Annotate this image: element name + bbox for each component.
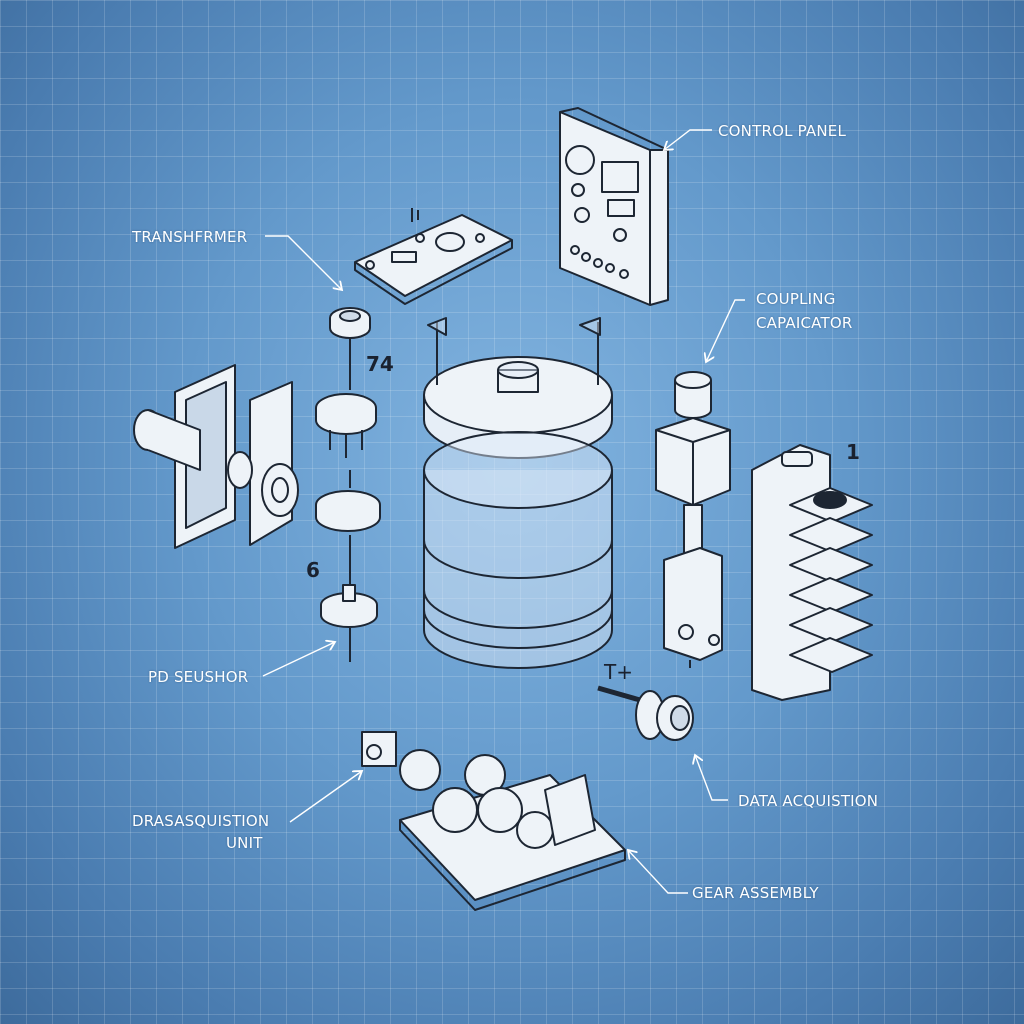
central-cylinder-part: [423, 317, 613, 669]
gear-assembly-part: [361, 731, 626, 911]
data-acquisition-leader: [695, 755, 728, 801]
transformer-leader: [265, 235, 342, 290]
flange-frame-part: [133, 364, 299, 549]
callout-6: 6: [306, 558, 320, 582]
label-gear-assembly: GEAR ASSEMBLY: [692, 884, 819, 902]
label-coupling-capacitor-line1: COUPLING: [756, 290, 836, 308]
gear-assembly-leader: [628, 850, 688, 894]
coupling-capacitor-part: [655, 371, 731, 668]
drasasquistion-leader: [289, 771, 362, 823]
transformer-stack-part: [315, 307, 381, 662]
heat-sink-part: [751, 444, 873, 701]
control-panel-leader: [664, 129, 712, 150]
label-data-acquisition: DATA ACQUISTION: [738, 792, 879, 810]
label-control-panel: CONTROL PANEL: [718, 122, 847, 140]
label-pd-sensor: PD SEUSHOR: [148, 668, 249, 686]
label-coupling-capacitor-line2: CAPAICATOR: [756, 314, 853, 332]
label-transformer: TRANSHFRMER: [132, 228, 248, 246]
label-drasasquistion-line1: DRASASQUISTION: [132, 812, 270, 830]
control-panel-part: [559, 107, 669, 306]
coupling-capacitor-leader: [706, 299, 745, 362]
callout-t-plus: T+: [604, 660, 633, 684]
callout-1: 1: [846, 440, 860, 464]
label-drasasquistion-line2: UNIT: [226, 834, 263, 852]
probe-part: [597, 685, 694, 741]
pd-sensor-leader: [262, 642, 335, 677]
circuit-board-part: [354, 208, 513, 305]
callout-74: 74: [366, 352, 394, 376]
